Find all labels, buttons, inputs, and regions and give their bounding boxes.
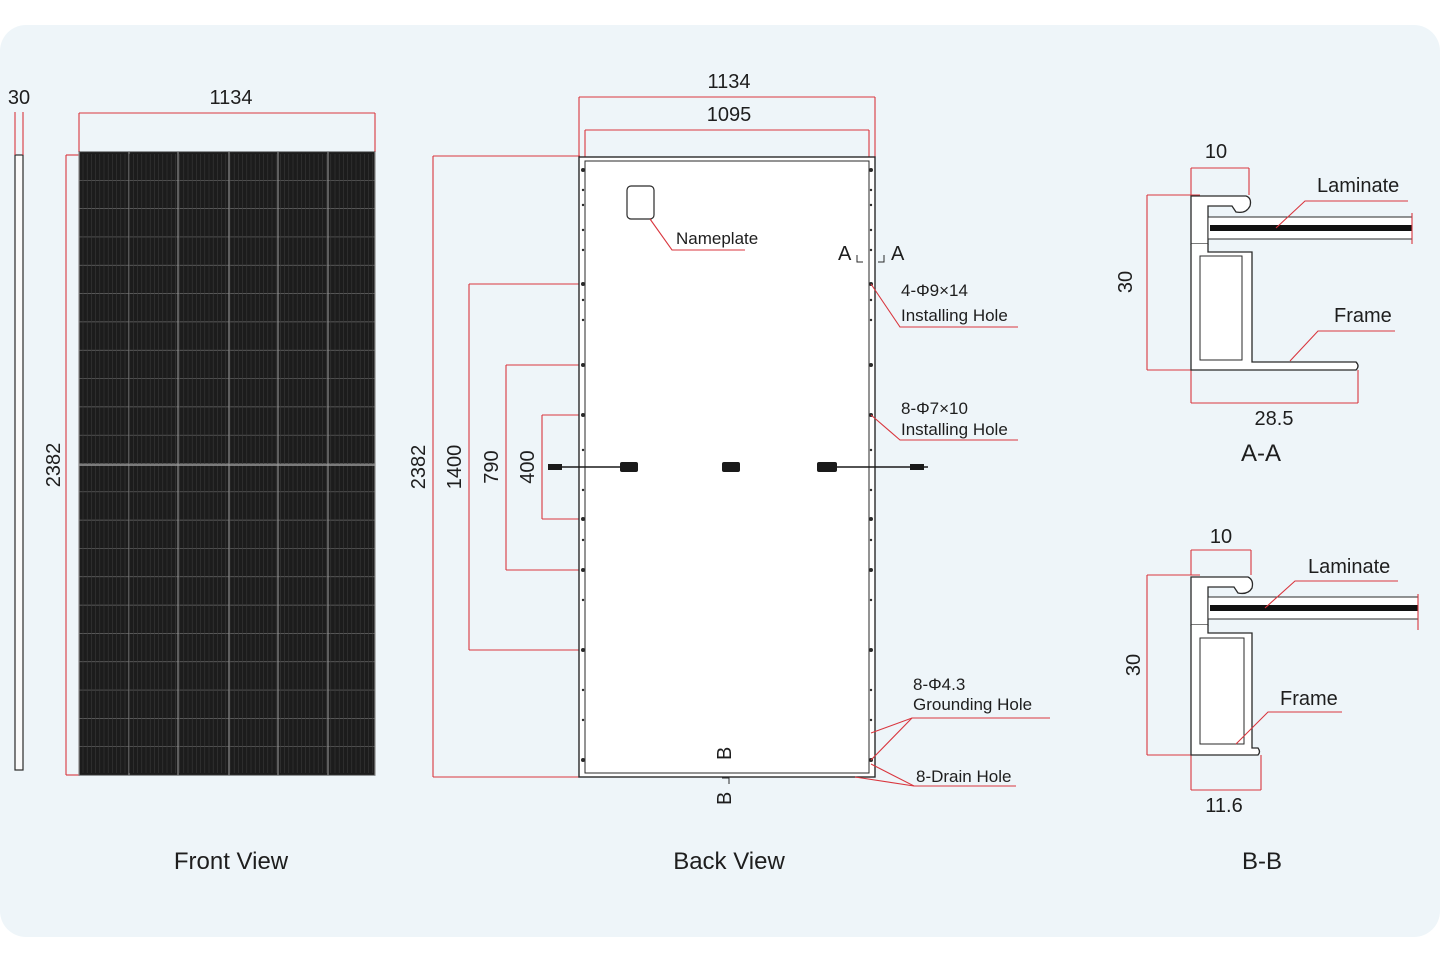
back-height-dim: 2382 [408, 445, 430, 490]
bb-frame-label: Frame [1280, 688, 1338, 710]
dim-790: 790 [481, 450, 503, 483]
aa-caption: A-A [1241, 440, 1281, 467]
aa-frame-label: Frame [1334, 305, 1392, 327]
aa-frame-lip [1190, 195, 1252, 245]
bb-frame-lip [1190, 576, 1254, 626]
aa-frame-cavity [1199, 255, 1243, 361]
hole2-spec: 8-Φ7×10 [901, 399, 968, 418]
back-inner-width-dim: 1095 [707, 104, 752, 126]
bb-laminate-label: Laminate [1308, 556, 1390, 578]
aa-top-dim: 10 [1205, 141, 1227, 163]
bb-height-dim: 30 [1123, 654, 1145, 676]
dim-1400: 1400 [444, 445, 466, 490]
aa-frame-body [1190, 244, 1359, 371]
front-width-dim: 1134 [209, 87, 252, 109]
nameplate-box [626, 185, 655, 220]
cell-grid [78, 152, 376, 775]
bb-top-dim: 10 [1210, 526, 1232, 548]
back-outer-width-dim: 1134 [707, 71, 750, 93]
section-b-bottom: B [714, 792, 736, 805]
hole2-name: Installing Hole [901, 420, 1008, 439]
dim-400: 400 [517, 450, 539, 483]
nameplate-label: Nameplate [676, 229, 758, 248]
section-aa: 10 30 28.5 Laminate Frame A-A [1115, 141, 1413, 467]
hole1-name: Installing Hole [901, 306, 1008, 325]
cable-assembly [548, 462, 928, 472]
bb-frame-body [1190, 625, 1261, 756]
section-bb: 10 30 11.6 Laminate Frame [1123, 526, 1419, 817]
bb-caption: B-B [1242, 848, 1282, 875]
aa-height-dim: 30 [1115, 271, 1137, 293]
bb-frame-cavity [1199, 637, 1245, 745]
front-thickness-dim: 30 [8, 87, 30, 109]
section-a-right: A [891, 243, 905, 265]
front-view: 30 1134 2382 [8, 87, 376, 776]
hole1-spec: 4-Φ9×14 [901, 281, 968, 300]
hole3-spec: 8-Φ4.3 [913, 675, 965, 694]
front-height-dim: 2382 [43, 443, 65, 488]
front-view-caption: Front View [174, 848, 289, 875]
bb-bottom-dim: 11.6 [1205, 795, 1242, 817]
drain-hole-label: 8-Drain Hole [916, 767, 1011, 786]
side-profile [14, 154, 24, 771]
back-view-caption: Back View [673, 848, 785, 875]
aa-bottom-dim: 28.5 [1255, 408, 1294, 430]
back-view: 1134 1095 2382 1400 790 400 Nameplate A [408, 71, 1050, 805]
section-b-top: B [714, 747, 736, 760]
aa-laminate-label: Laminate [1317, 175, 1399, 197]
hole3-name: Grounding Hole [913, 695, 1032, 714]
section-a-left: A [838, 243, 852, 265]
mounting-holes [581, 168, 873, 762]
